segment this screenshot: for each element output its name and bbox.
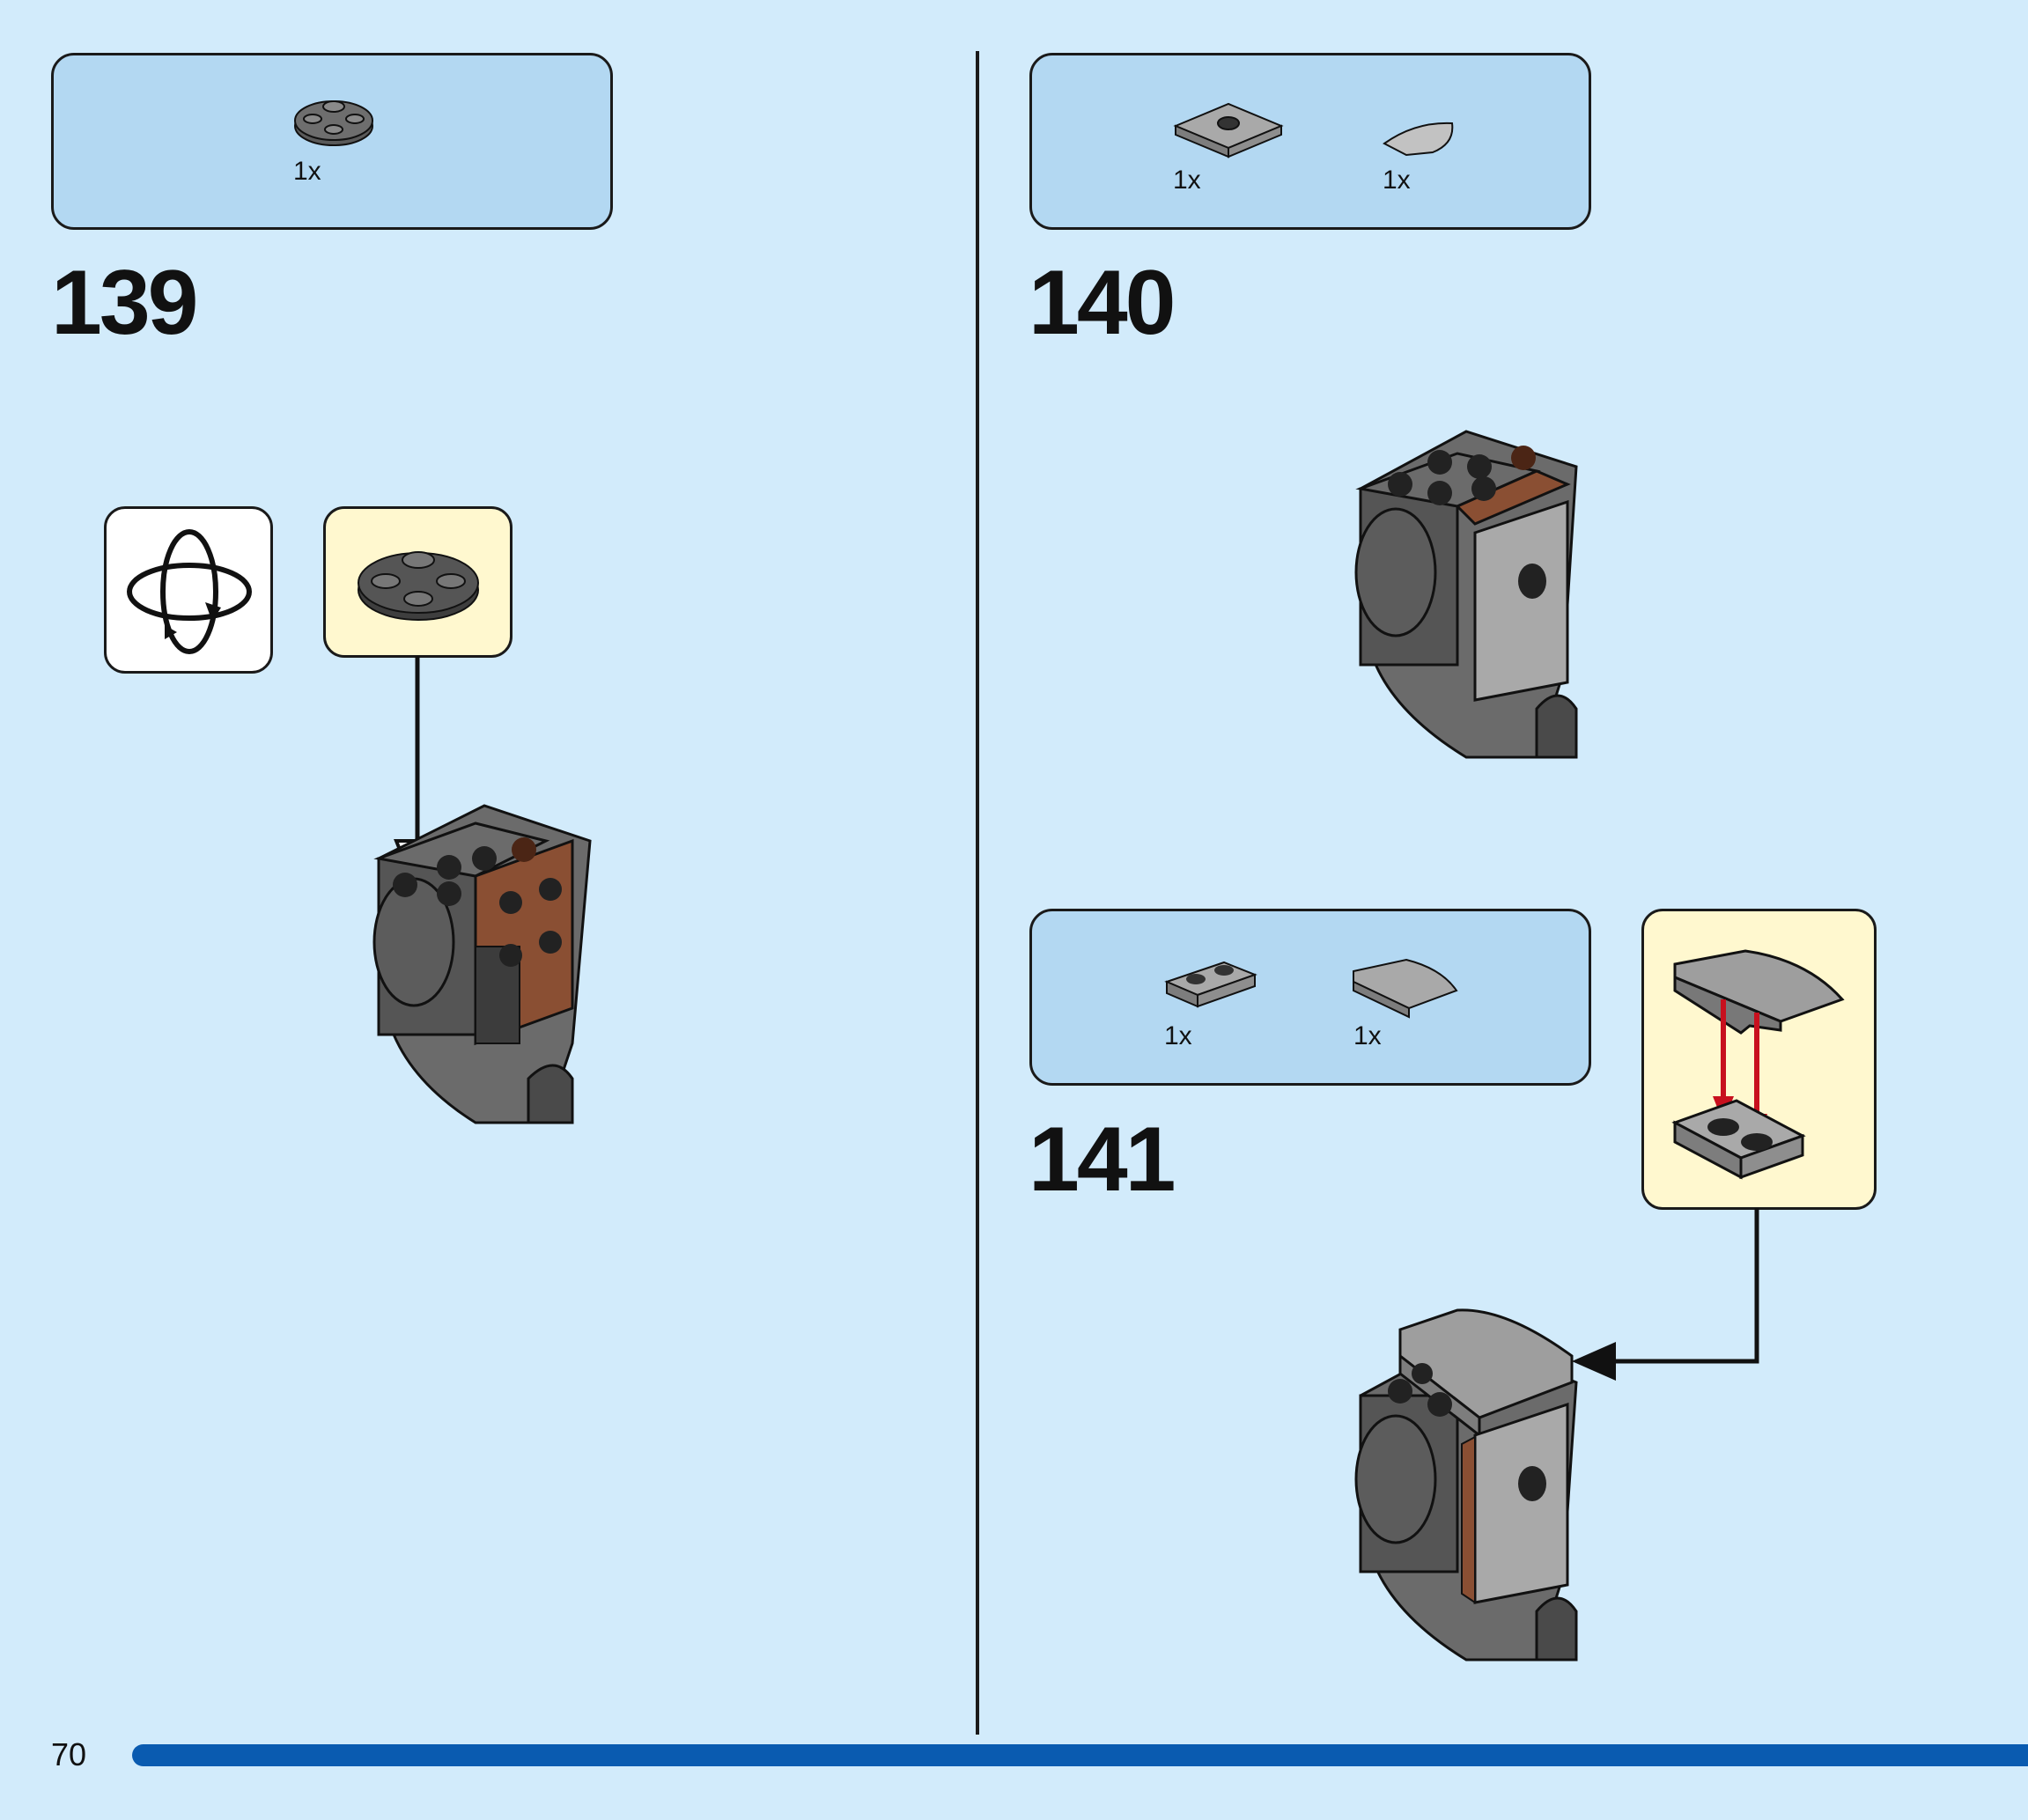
part-qty: 1x [1353,1021,1382,1050]
page-number: 70 [51,1736,87,1772]
step-140-parts-box: 1x 1x [1029,53,1591,230]
part-qty: 1x [1164,1021,1192,1050]
curved-slope-2x2-icon [1353,958,1458,1019]
model-assembly-140-icon [1354,430,1578,759]
model-assembly-141-icon [1354,1308,1578,1662]
plate-1x2-icon [1164,961,1257,1008]
progress-bar [132,1744,2028,1766]
sub-assembly-icon [1671,949,1845,1180]
round-plate-2x2-icon [294,100,373,146]
part-qty: 1x [1173,166,1201,195]
rotate-callout [104,506,273,674]
step-141-parts-box: 1x 1x [1029,909,1591,1086]
part-qty: 1x [293,157,321,186]
round-plate-2x2-icon [358,551,479,621]
step-139-parts-box: 1x [51,53,613,230]
sub-assembly-callout [1641,909,1877,1210]
step-number: 140 [1029,252,1176,354]
rotate-model-icon [127,529,252,654]
quarter-round-tile-icon [1383,122,1454,157]
part-qty: 1x [1383,166,1411,195]
model-assembly-139-icon [372,804,592,1124]
connector-arrow-icon [1572,1208,1759,1381]
plate-2x2-jumper-icon [1173,102,1284,158]
step-number: 139 [51,252,199,354]
page-divider [976,51,979,1735]
part-callout [323,506,513,658]
step-number: 141 [1029,1109,1176,1211]
